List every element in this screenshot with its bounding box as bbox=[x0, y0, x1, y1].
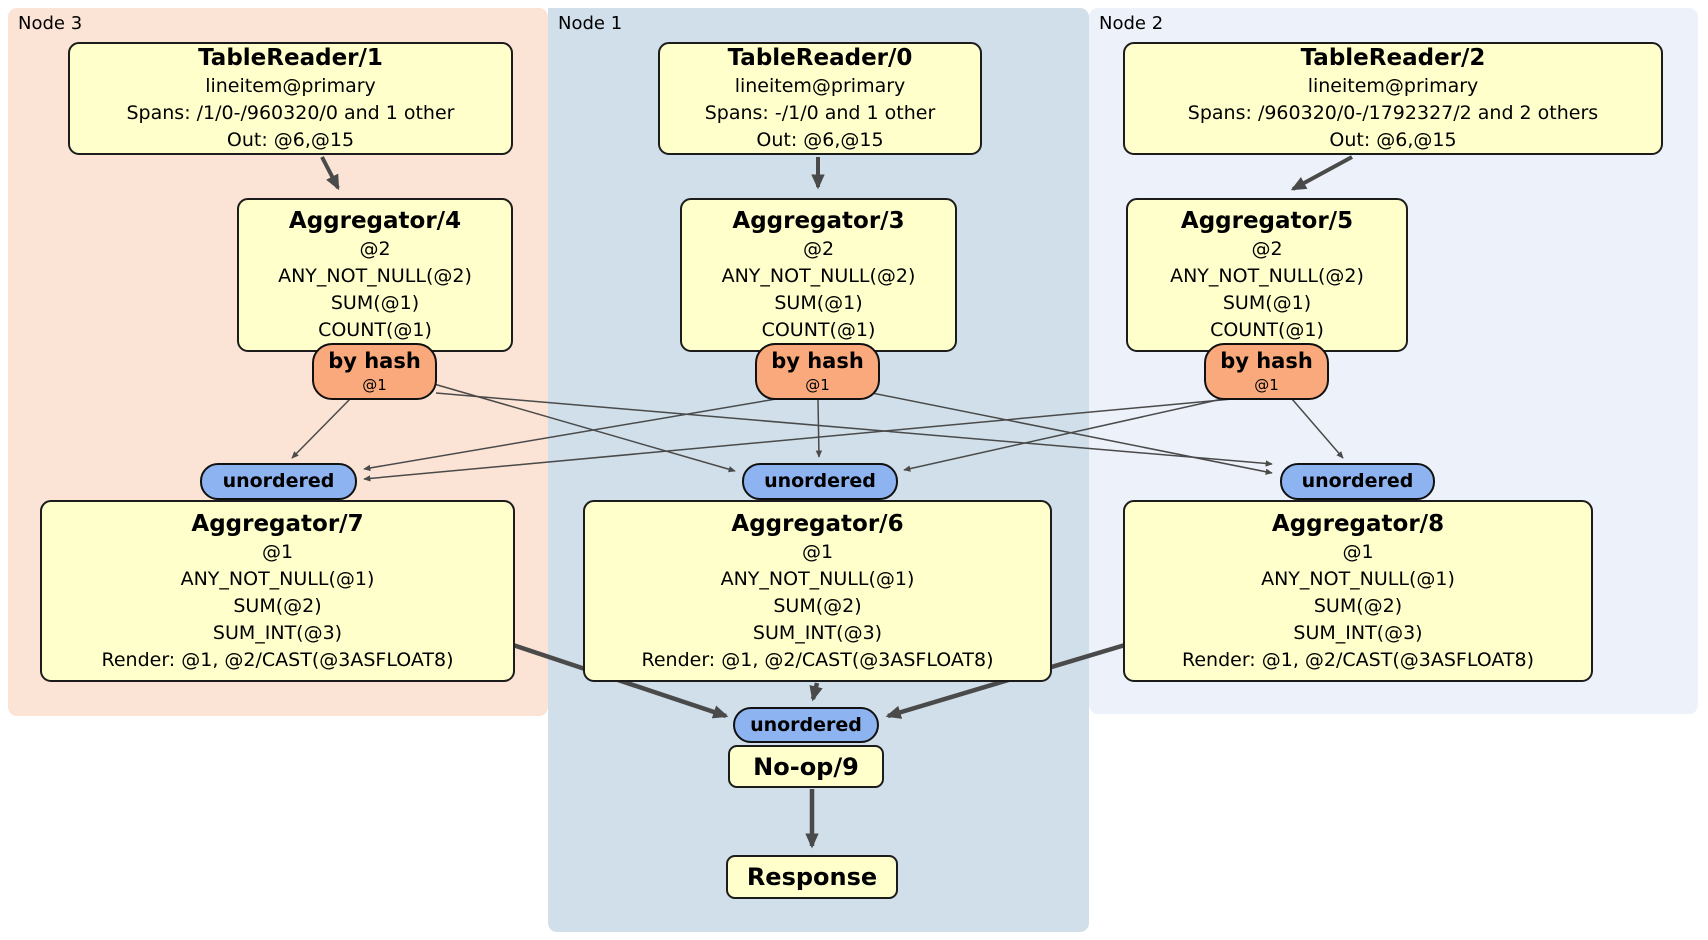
node2-label: Node 2 bbox=[1099, 13, 1164, 34]
processor-detail: SUM_INT(@3) bbox=[752, 621, 883, 644]
aggregator-box-3: Aggregator/3 @2 ANY_NOT_NULL(@2) SUM(@1)… bbox=[680, 198, 957, 352]
processor-detail: SUM(@1) bbox=[774, 292, 863, 314]
router-detail: @1 bbox=[805, 376, 830, 394]
processor-title: TableReader/0 bbox=[727, 45, 913, 71]
router-label: by hash bbox=[1220, 349, 1313, 373]
by-hash-router-3: by hash @1 bbox=[755, 343, 880, 400]
unordered-stream-8: unordered bbox=[1280, 463, 1435, 500]
router-detail: @1 bbox=[362, 376, 387, 394]
processor-detail: @1 bbox=[261, 540, 294, 563]
aggregator-box-7: Aggregator/7 @1 ANY_NOT_NULL(@1) SUM(@2)… bbox=[40, 500, 515, 682]
stream-label: unordered bbox=[750, 713, 862, 736]
processor-detail: Out: @6,@15 bbox=[756, 129, 884, 151]
processor-detail: COUNT(@1) bbox=[761, 319, 876, 341]
stream-label: unordered bbox=[222, 470, 335, 492]
processor-detail: lineitem@primary bbox=[1307, 75, 1479, 97]
processor-detail: SUM(@2) bbox=[233, 594, 322, 617]
processor-detail: lineitem@primary bbox=[734, 75, 906, 97]
processor-detail: @2 bbox=[1251, 238, 1283, 260]
processor-detail: SUM(@1) bbox=[330, 292, 420, 314]
router-detail: @1 bbox=[1254, 376, 1279, 394]
processor-title: No-op/9 bbox=[753, 752, 859, 781]
processor-detail: Out: @6,@15 bbox=[226, 129, 355, 151]
node1-label: Node 1 bbox=[558, 13, 623, 34]
response-box: Response bbox=[726, 855, 898, 899]
processor-detail: SUM_INT(@3) bbox=[1293, 621, 1423, 644]
processor-detail: Spans: /1/0-/960320/0 and 1 other bbox=[126, 102, 455, 124]
stream-label: unordered bbox=[1301, 470, 1414, 492]
processor-detail: ANY_NOT_NULL(@2) bbox=[278, 265, 472, 287]
processor-detail: SUM(@2) bbox=[1313, 594, 1403, 617]
processor-detail: SUM_INT(@3) bbox=[212, 621, 343, 644]
router-label: by hash bbox=[328, 349, 421, 373]
processor-title: Aggregator/3 bbox=[732, 208, 905, 234]
processor-detail: Render: @1, @2/CAST(@3ASFLOAT8) bbox=[641, 648, 994, 671]
table-reader-box-2: TableReader/2 lineitem@primary Spans: /9… bbox=[1123, 42, 1663, 155]
processor-detail: @2 bbox=[359, 238, 391, 260]
processor-detail: @1 bbox=[1342, 540, 1374, 563]
aggregator-box-5: Aggregator/5 @2 ANY_NOT_NULL(@2) SUM(@1)… bbox=[1126, 198, 1408, 352]
node3-label: Node 3 bbox=[18, 13, 83, 34]
by-hash-router-5: by hash @1 bbox=[1204, 343, 1329, 400]
table-reader-box-0: TableReader/0 lineitem@primary Spans: -/… bbox=[658, 42, 982, 155]
processor-title: Response bbox=[746, 863, 878, 891]
processor-title: Aggregator/6 bbox=[731, 510, 904, 537]
processor-detail: Render: @1, @2/CAST(@3ASFLOAT8) bbox=[1182, 648, 1534, 671]
unordered-stream-7: unordered bbox=[200, 463, 357, 500]
processor-detail: ANY_NOT_NULL(@1) bbox=[180, 567, 375, 590]
processor-detail: Spans: /960320/0-/1792327/2 and 2 others bbox=[1187, 102, 1599, 124]
processor-title: Aggregator/4 bbox=[288, 208, 462, 234]
noop-box: No-op/9 bbox=[728, 745, 884, 788]
aggregator-box-8: Aggregator/8 @1 ANY_NOT_NULL(@1) SUM(@2)… bbox=[1123, 500, 1593, 682]
unordered-stream-final: unordered bbox=[733, 707, 879, 743]
processor-detail: SUM(@2) bbox=[773, 594, 862, 617]
processor-detail: Render: @1, @2/CAST(@3ASFLOAT8) bbox=[101, 648, 454, 671]
processor-title: TableReader/1 bbox=[198, 45, 383, 71]
processor-detail: ANY_NOT_NULL(@2) bbox=[1170, 265, 1364, 287]
processor-title: Aggregator/8 bbox=[1271, 510, 1445, 537]
table-reader-box-1: TableReader/1 lineitem@primary Spans: /1… bbox=[68, 42, 513, 155]
processor-title: Aggregator/5 bbox=[1180, 208, 1354, 234]
processor-detail: COUNT(@1) bbox=[1210, 319, 1324, 341]
processor-detail: COUNT(@1) bbox=[318, 319, 432, 341]
processor-detail: ANY_NOT_NULL(@1) bbox=[720, 567, 915, 590]
processor-title: Aggregator/7 bbox=[191, 510, 364, 537]
processor-detail: @2 bbox=[802, 238, 835, 260]
aggregator-box-4: Aggregator/4 @2 ANY_NOT_NULL(@2) SUM(@1)… bbox=[237, 198, 513, 352]
processor-detail: ANY_NOT_NULL(@2) bbox=[721, 265, 916, 287]
unordered-stream-6: unordered bbox=[742, 463, 898, 500]
processor-title: TableReader/2 bbox=[1300, 45, 1486, 71]
router-label: by hash bbox=[771, 349, 864, 373]
processor-detail: Spans: -/1/0 and 1 other bbox=[704, 102, 936, 124]
processor-detail: SUM(@1) bbox=[1222, 292, 1312, 314]
processor-detail: lineitem@primary bbox=[205, 75, 376, 97]
processor-detail: @1 bbox=[801, 540, 834, 563]
processor-detail: Out: @6,@15 bbox=[1329, 129, 1457, 151]
processor-detail: ANY_NOT_NULL(@1) bbox=[1261, 567, 1455, 590]
by-hash-router-4: by hash @1 bbox=[312, 343, 437, 400]
stream-label: unordered bbox=[764, 470, 876, 492]
aggregator-box-6: Aggregator/6 @1 ANY_NOT_NULL(@1) SUM(@2)… bbox=[583, 500, 1052, 682]
